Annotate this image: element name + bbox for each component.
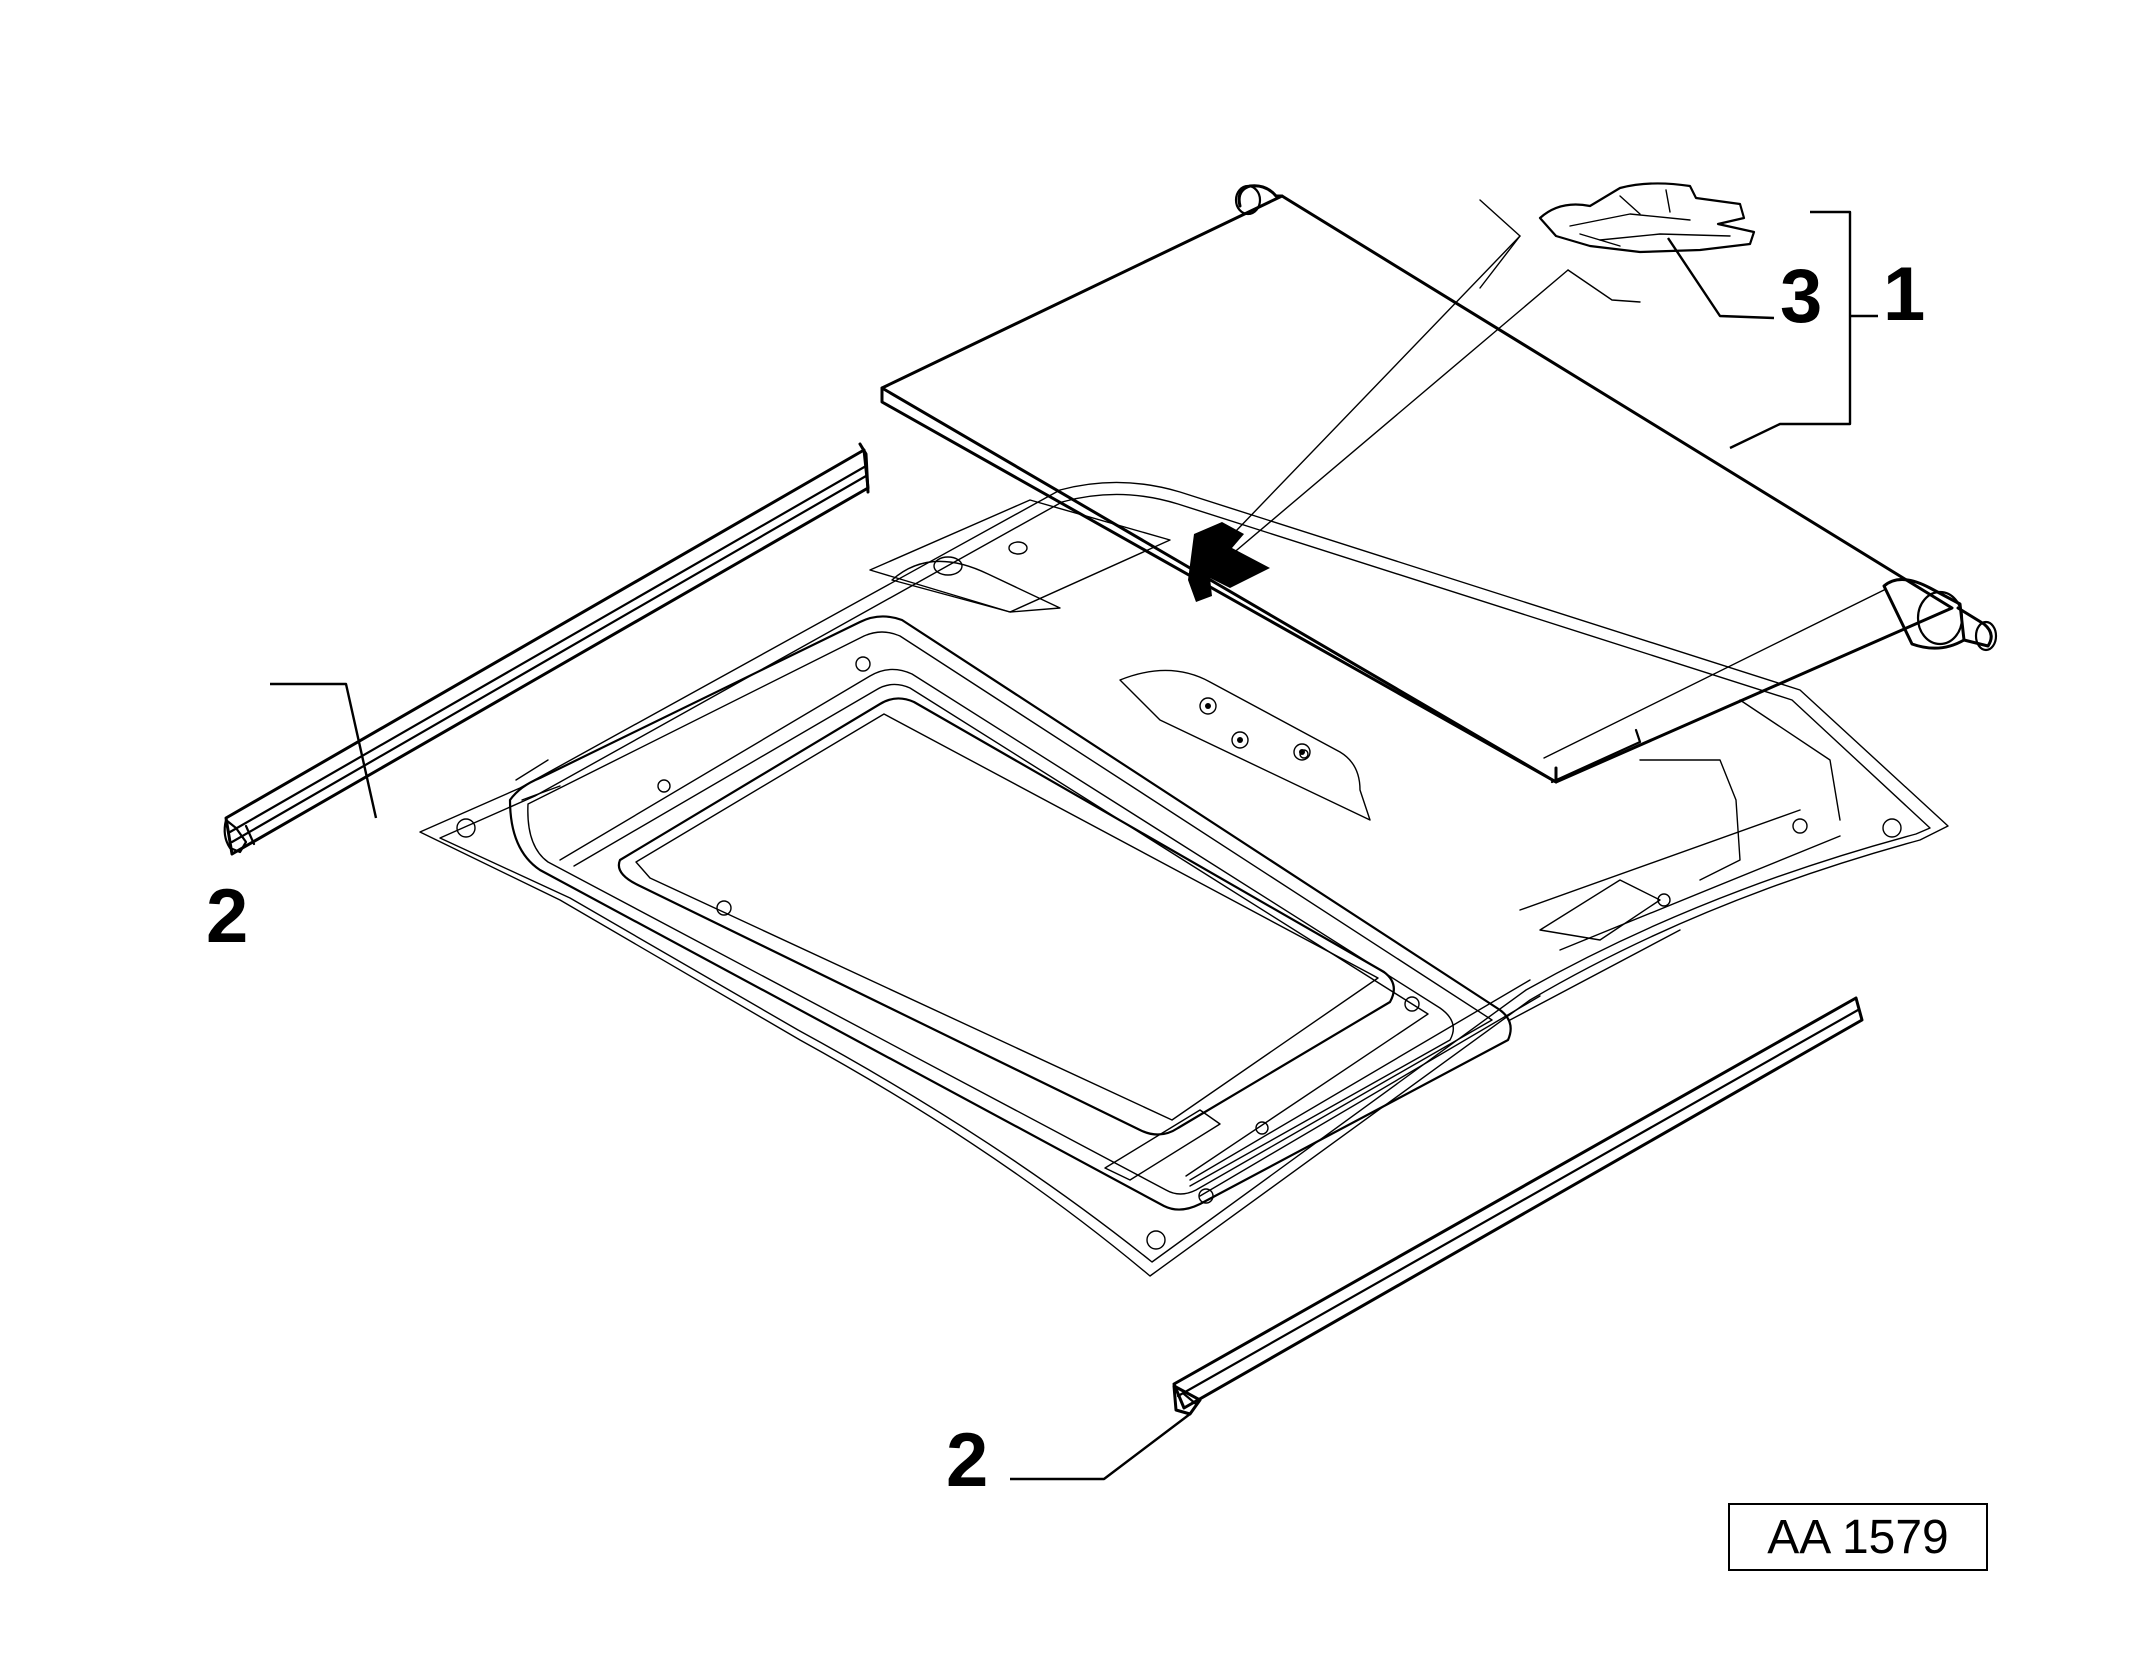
callout-seal-right: 2 bbox=[946, 1418, 988, 1503]
reference-code-box: AA 1579 bbox=[1728, 1503, 1988, 1571]
roof-panel bbox=[419, 481, 1949, 1277]
callout-roller-blind: 1 bbox=[1883, 252, 1925, 337]
callout-clip: 3 bbox=[1780, 254, 1822, 339]
callout-seal-left: 2 bbox=[206, 874, 248, 959]
seal-strip-right bbox=[1010, 996, 1864, 1481]
roller-blind-assembly bbox=[880, 184, 1998, 784]
reference-code-label: AA 1579 bbox=[1767, 1510, 1949, 1564]
clip-part bbox=[1209, 182, 1756, 567]
seal-strip-left bbox=[223, 442, 870, 856]
callout-leaders bbox=[1667, 210, 1878, 450]
